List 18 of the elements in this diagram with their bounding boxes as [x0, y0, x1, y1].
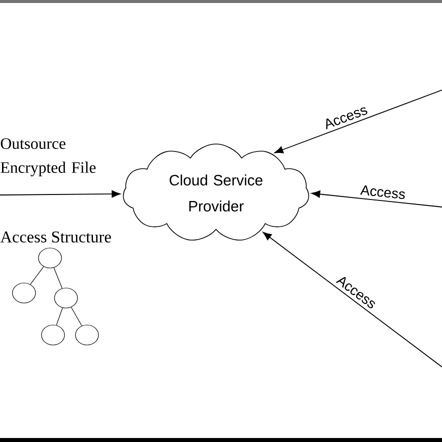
tree-circle [12, 282, 36, 304]
arrow [274, 90, 442, 154]
tree-circle [38, 248, 62, 268]
tree-branch-line [56, 308, 63, 326]
tree-branch-line [54, 267, 62, 289]
tree-branch-line [30, 266, 44, 285]
tree-circle [41, 324, 65, 346]
tree-title: Access Structure [0, 231, 111, 243]
tree-circle [75, 324, 99, 346]
edge-label: Outsource Encrypted File [0, 138, 96, 176]
arrow [262, 232, 442, 368]
arrow [311, 190, 442, 208]
tree-circle [54, 288, 78, 308]
edge-label: Access [358, 184, 408, 200]
cloud-node: Cloud Service Provider [122, 144, 310, 241]
tree-branch-line [70, 306, 82, 326]
arrow [0, 190, 120, 198]
edge-label: Access [321, 103, 370, 131]
